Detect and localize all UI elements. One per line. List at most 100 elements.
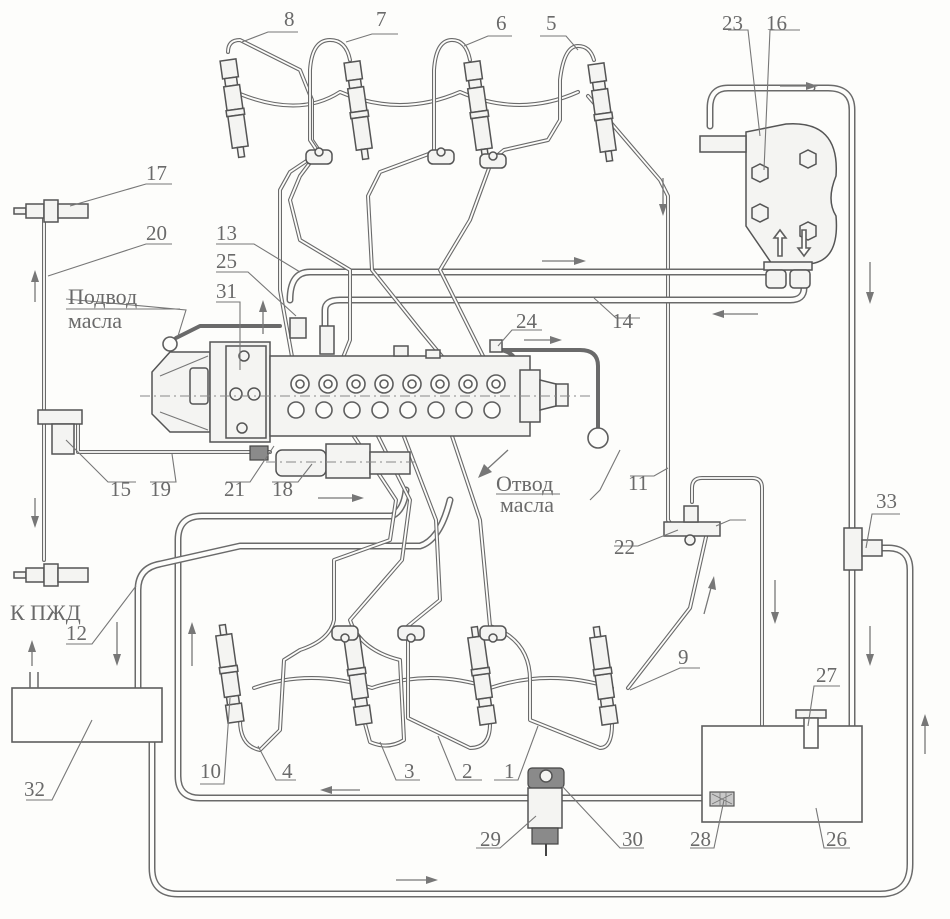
injector-5 xyxy=(587,62,618,163)
callout-16: 16 xyxy=(766,11,787,35)
callout-27: 27 xyxy=(816,663,837,687)
oil-supply-caption-line2: масла xyxy=(68,308,122,333)
callout-12: 12 xyxy=(66,621,87,645)
arrow-up-icon xyxy=(31,270,39,302)
callout-33: 33 xyxy=(876,489,897,513)
drain-to-tank-pipe xyxy=(690,476,764,730)
sensor-17-top xyxy=(13,199,89,223)
callout-19: 19 xyxy=(150,477,171,501)
line-14-pipe xyxy=(321,284,808,344)
callout-1: 1 xyxy=(504,759,515,783)
callout-28: 28 xyxy=(690,827,711,851)
arrow-down-icon xyxy=(771,580,779,624)
callout-8: 8 xyxy=(284,7,295,31)
arrow-down-icon xyxy=(866,626,874,666)
arrow-right-icon xyxy=(396,876,438,884)
hp-line-3 xyxy=(348,398,412,748)
arrow-up-icon xyxy=(259,300,267,334)
callout-25: 25 xyxy=(216,249,237,273)
top-leakoff-line xyxy=(238,90,580,108)
oil-supply-caption-line1: Подвод xyxy=(68,284,137,309)
hp-line-1 xyxy=(438,398,614,750)
hp-line-4 xyxy=(238,398,398,752)
line-12-pipe xyxy=(134,496,454,692)
callout-13: 13 xyxy=(216,221,237,245)
sensor-17-bottom xyxy=(13,563,89,587)
callout-2: 2 xyxy=(462,759,473,783)
arrow-right-icon xyxy=(542,257,586,265)
line-13-pipe xyxy=(286,268,770,304)
callout-22: 22 xyxy=(614,535,635,559)
leader-lines xyxy=(26,29,900,849)
injection-pump xyxy=(140,317,590,479)
callout-21: 21 xyxy=(224,477,245,501)
injector-6 xyxy=(463,60,494,161)
oil-supply-pipe xyxy=(162,324,282,352)
arrow-up-icon xyxy=(188,622,196,666)
fuel-prefilter-29 xyxy=(527,767,565,856)
line-9-pipe xyxy=(626,526,710,690)
right-return-pipe xyxy=(706,84,856,732)
arrow-left-icon xyxy=(712,310,758,318)
arrow-right-icon xyxy=(318,494,364,502)
arrow-up-icon xyxy=(28,640,36,666)
callout-5: 5 xyxy=(546,11,557,35)
callout-18: 18 xyxy=(272,477,293,501)
pipe-clamp xyxy=(427,147,455,165)
injector-bottom-2 xyxy=(342,625,373,726)
pump-outlets-top-row xyxy=(290,374,506,394)
callout-10: 10 xyxy=(200,759,221,783)
hp-line-2 xyxy=(388,398,492,750)
bottom-leakoff-line xyxy=(252,676,614,690)
strainer-28 xyxy=(709,791,735,807)
tee-fitting-33 xyxy=(843,527,883,571)
callout-26: 26 xyxy=(826,827,847,851)
arrow-right-icon xyxy=(524,336,562,344)
heat-exchanger-32 xyxy=(11,672,163,743)
callout-17: 17 xyxy=(146,161,167,185)
pipe-clamp xyxy=(479,151,507,169)
fine-filter-16 xyxy=(699,123,838,289)
arrow-down-icon xyxy=(31,498,39,528)
pipe-clamp xyxy=(305,147,333,165)
arrow-up-right-icon xyxy=(703,576,716,615)
callout-3: 3 xyxy=(404,759,415,783)
injector-10 xyxy=(214,623,245,724)
callout-15: 15 xyxy=(110,477,131,501)
injector-7 xyxy=(343,60,374,161)
arrow-down-icon xyxy=(866,262,874,304)
fuel-feed-loop-pipe xyxy=(174,486,714,802)
arrow-left-icon xyxy=(320,786,360,794)
callout-7: 7 xyxy=(376,7,387,31)
callout-9: 9 xyxy=(678,645,689,669)
hp-line-8 xyxy=(226,38,322,392)
captions: Подвод масла Отвод масла К ПЖД xyxy=(10,284,560,625)
callout-20: 20 xyxy=(146,221,167,245)
hp-line-6 xyxy=(366,38,472,392)
hp-line-7 xyxy=(288,38,352,392)
arrow-down-icon xyxy=(659,178,667,216)
arrow-right-icon xyxy=(780,82,818,90)
pipe-clamp xyxy=(397,625,425,643)
callout-11: 11 xyxy=(628,471,648,495)
injector-bottom-4 xyxy=(588,625,619,726)
injector-8 xyxy=(219,58,250,159)
callout-23: 23 xyxy=(722,11,743,35)
callout-29: 29 xyxy=(480,827,501,851)
callout-4: 4 xyxy=(282,759,293,783)
component-22 xyxy=(663,505,721,546)
return-loop-outer-pipe xyxy=(148,544,914,898)
arrow-up-icon xyxy=(921,714,929,754)
arrow-down-icon xyxy=(113,622,121,666)
oil-return-pipe xyxy=(498,348,609,449)
callout-labels: 8 7 6 5 23 16 17 20 13 25 31 24 14 11 15… xyxy=(24,7,897,851)
component-15 xyxy=(37,409,83,455)
arrow-down-left-icon xyxy=(478,449,509,478)
oil-return-caption-line1: Отвод xyxy=(496,471,553,496)
callout-24: 24 xyxy=(516,309,538,333)
hp-line-5 xyxy=(438,44,596,392)
callout-30: 30 xyxy=(622,827,643,851)
pipe-clamp xyxy=(479,625,507,643)
